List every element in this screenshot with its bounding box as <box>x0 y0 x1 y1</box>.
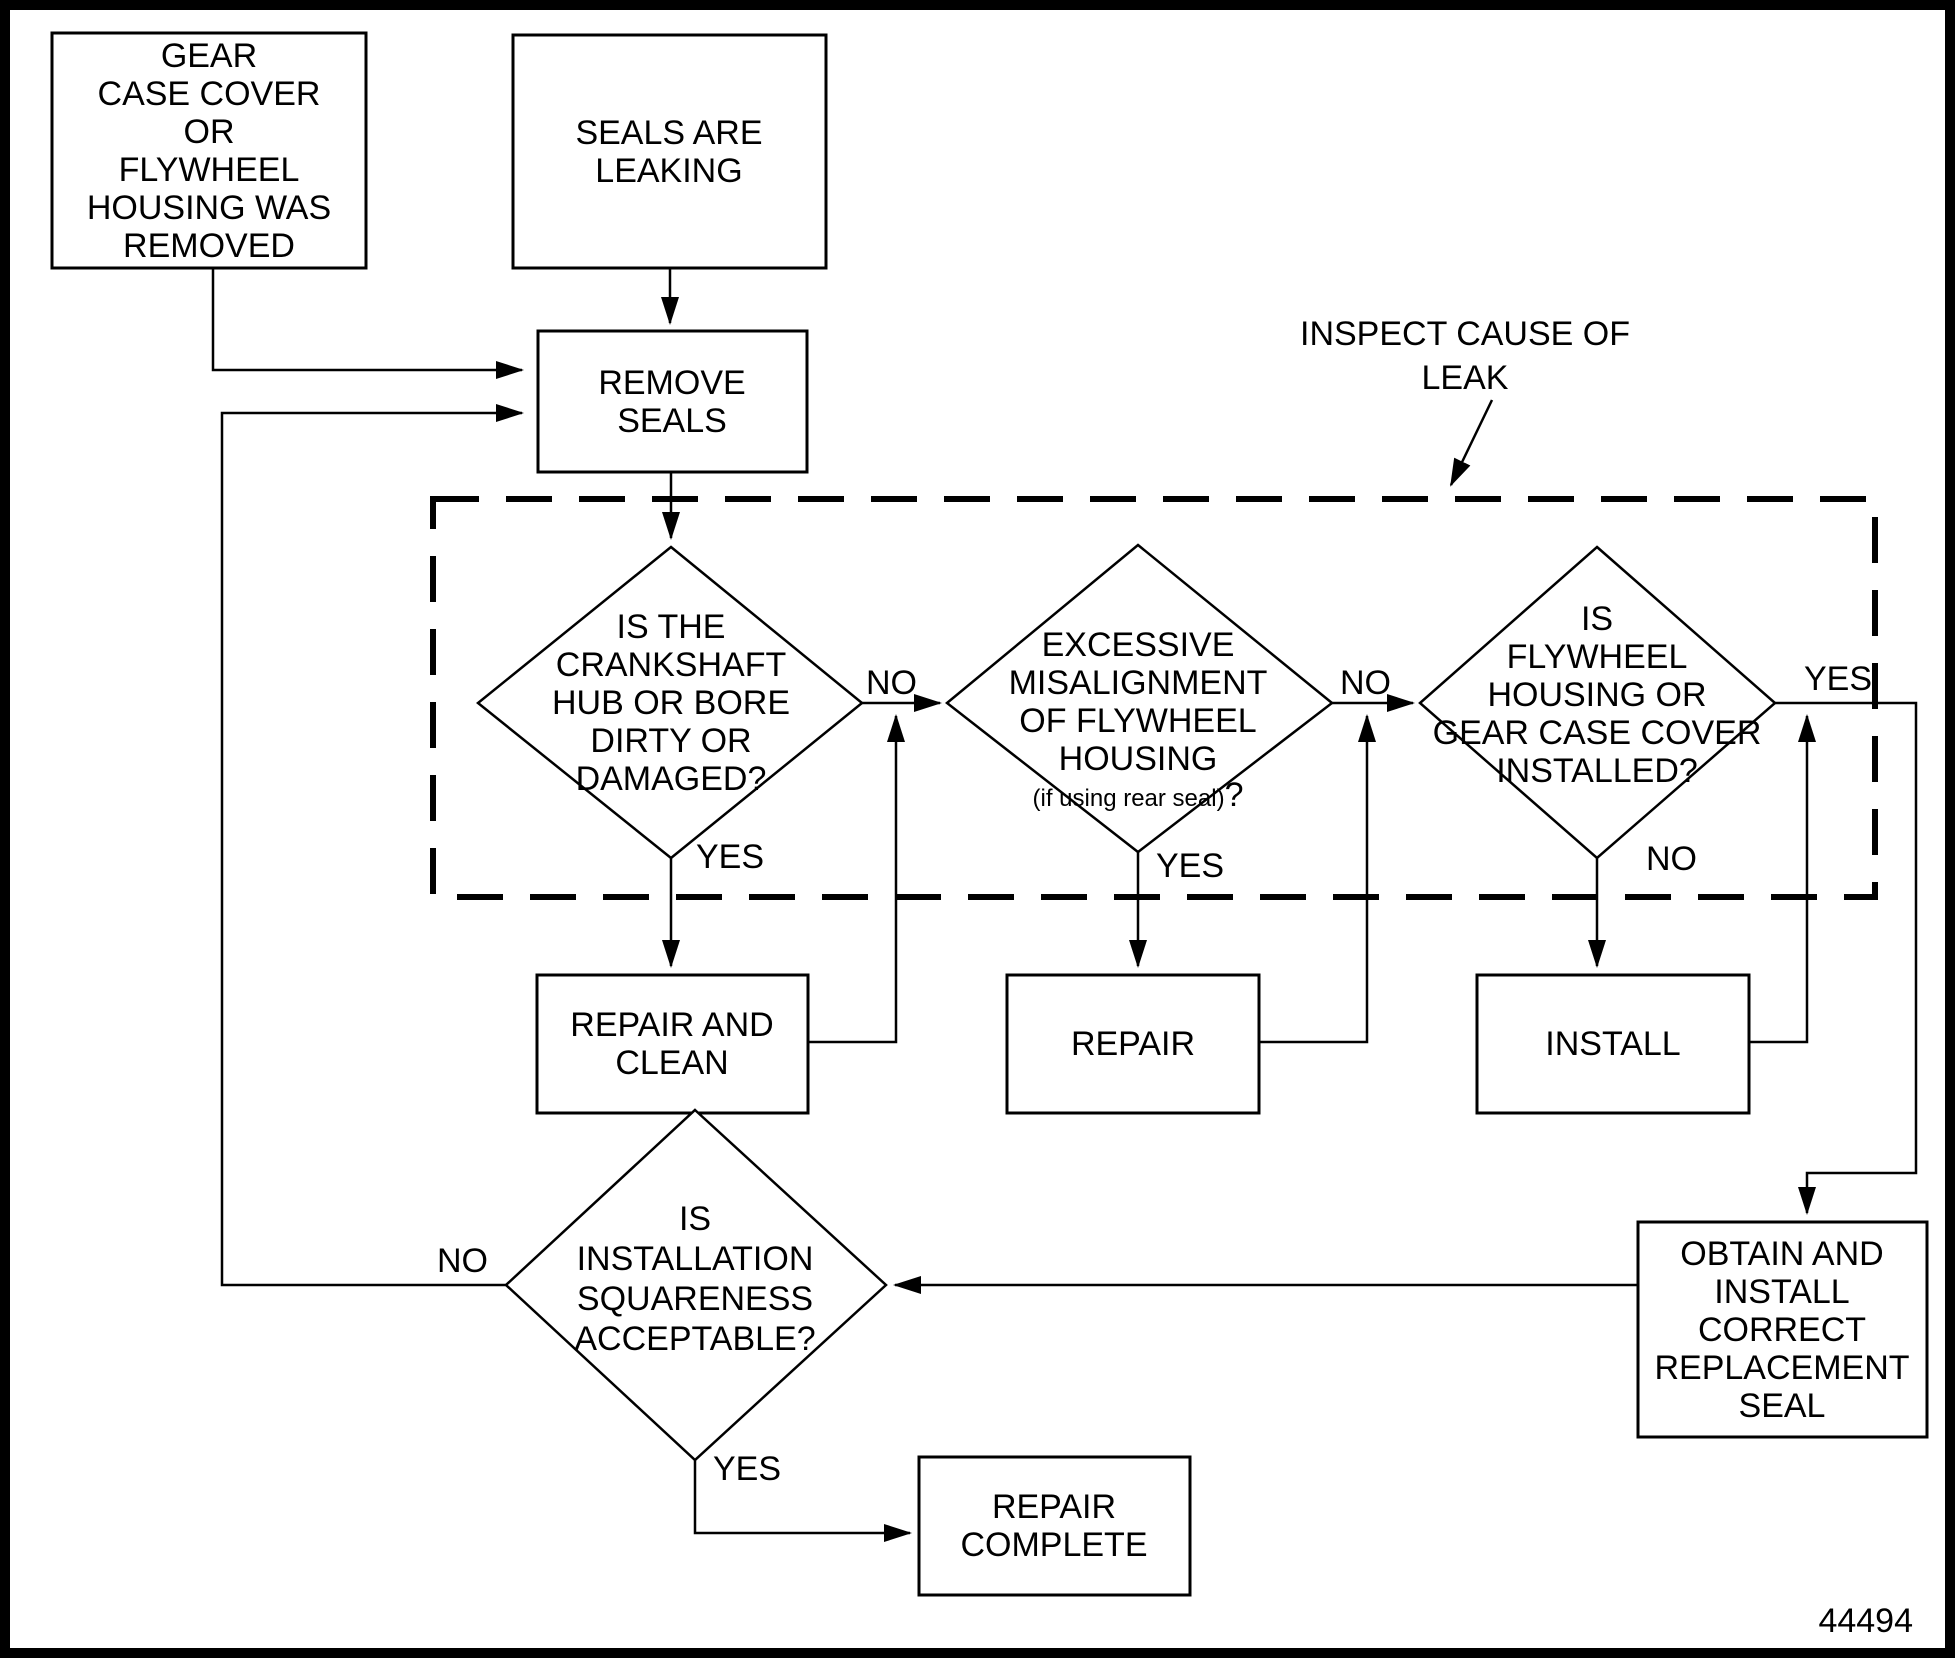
misalignment-question-mark: ? <box>1225 776 1244 814</box>
flywheel-installed-no-label: NO <box>1646 840 1697 878</box>
repair-and-clean-text-line: CLEAN <box>615 1044 728 1082</box>
arrow-repair-and-clean-feedback <box>808 714 905 1044</box>
repair-text-line: REPAIR <box>1071 1025 1195 1063</box>
crankshaft-decision-text-line: DAMAGED? <box>576 760 767 798</box>
flywheel-installed-text-line: INSTALLED? <box>1496 752 1698 790</box>
node-obtain-seal: OBTAIN AND INSTALL CORRECT REPLACEMENT S… <box>1636 1220 1929 1439</box>
obtain-seal-box <box>1636 1220 1929 1439</box>
repair-and-clean-text-line: REPAIR AND <box>570 1006 773 1044</box>
gear-case-cover-text-line: HOUSING WAS <box>87 189 331 227</box>
node-squareness-decision: IS INSTALLATION SQUARENESS ACCEPTABLE? N… <box>437 1108 888 1488</box>
gear-case-cover-text-line: GEAR <box>161 37 257 75</box>
inspect-cause-text-line: INSPECT CAUSE OF <box>1300 315 1630 353</box>
obtain-seal-text-line: OBTAIN AND <box>1680 1235 1883 1273</box>
node-repair-and-clean: REPAIR AND CLEAN <box>535 973 810 1115</box>
crankshaft-decision-diamond <box>476 545 864 860</box>
misalignment-decision-text-line: HOUSING <box>1059 740 1218 778</box>
inspect-cause-annotation: INSPECT CAUSE OF LEAK <box>1300 315 1630 397</box>
squareness-decision-text-line: ACCEPTABLE? <box>574 1320 815 1358</box>
seals-are-leaking-text-line: LEAKING <box>595 152 742 190</box>
squareness-decision-diamond <box>504 1108 888 1462</box>
install-box <box>1475 973 1751 1115</box>
obtain-seal-text-line: CORRECT <box>1698 1311 1866 1349</box>
squareness-decision-text-line: INSTALLATION <box>577 1240 814 1278</box>
flywheel-installed-text-line: FLYWHEEL <box>1507 638 1688 676</box>
repair-complete-text-line: COMPLETE <box>960 1526 1147 1564</box>
repair-and-clean-box <box>535 973 810 1115</box>
obtain-seal-text-line: SEAL <box>1739 1387 1826 1425</box>
gear-case-cover-text-line: REMOVED <box>123 227 295 265</box>
gear-case-cover-box <box>50 31 368 270</box>
seals-are-leaking-text-line: SEALS ARE <box>575 114 762 152</box>
gear-case-cover-text-line: OR <box>184 113 235 151</box>
seals-are-leaking-box <box>511 33 828 270</box>
flywheel-installed-text-line: GEAR CASE COVER <box>1433 714 1762 752</box>
arrow-flywheel-yes-to-obtain-seal <box>1775 701 1918 1215</box>
arrow-squareness-yes-to-repair-complete <box>693 1460 912 1542</box>
flywheel-installed-text-line: HOUSING OR <box>1487 676 1706 714</box>
arrow-install-feedback <box>1749 714 1816 1044</box>
flywheel-installed-diamond <box>1418 545 1777 860</box>
misalignment-decision-note: (if using rear seal)? <box>1033 776 1244 814</box>
remove-seals-box <box>536 329 809 474</box>
node-gear-case-cover: GEAR CASE COVER OR FLYWHEEL HOUSING WAS … <box>50 31 368 270</box>
gear-case-cover-text-line: CASE COVER <box>98 75 321 113</box>
obtain-seal-text-line: REPLACEMENT <box>1654 1349 1909 1387</box>
flywheel-installed-text-line: IS <box>1581 600 1613 638</box>
node-repair: REPAIR <box>1005 973 1261 1115</box>
crankshaft-no-label: NO <box>866 664 917 702</box>
flywheel-installed-yes-label: YES <box>1804 660 1872 698</box>
remove-seals-text-line: REMOVE <box>598 364 745 402</box>
gear-case-cover-text-line: FLYWHEEL <box>119 151 300 189</box>
misalignment-decision-text-line: MISALIGNMENT <box>1009 664 1268 702</box>
repair-box <box>1005 973 1261 1115</box>
misalignment-yes-label: YES <box>1156 847 1224 885</box>
crankshaft-decision-text-line: HUB OR BORE <box>552 684 790 722</box>
repair-complete-box <box>917 1455 1192 1597</box>
misalignment-decision-diamond <box>945 543 1335 854</box>
connectors <box>211 268 1918 1542</box>
misalignment-decision-text-line: EXCESSIVE <box>1042 626 1235 664</box>
node-install: INSTALL <box>1475 973 1751 1115</box>
figure-number: 44494 <box>1818 1602 1913 1640</box>
inspect-cause-text-line: LEAK <box>1422 359 1509 397</box>
misalignment-decision-text-line: OF FLYWHEEL <box>1019 702 1256 740</box>
remove-seals-text-line: SEALS <box>617 402 727 440</box>
inspect-cause-of-leak-region <box>430 496 1878 900</box>
node-misalignment-decision: EXCESSIVE MISALIGNMENT OF FLYWHEEL HOUSI… <box>945 543 1391 885</box>
node-remove-seals: REMOVE SEALS <box>536 329 809 474</box>
arrow-repair-feedback <box>1259 714 1376 1044</box>
misalignment-note-text: (if using rear seal) <box>1033 785 1225 812</box>
node-crankshaft-decision: IS THE CRANKSHAFT HUB OR BORE DIRTY OR D… <box>476 545 917 876</box>
node-flywheel-installed-decision: IS FLYWHEEL HOUSING OR GEAR CASE COVER I… <box>1418 545 1872 878</box>
install-text-line: INSTALL <box>1545 1025 1680 1063</box>
misalignment-no-label: NO <box>1340 664 1391 702</box>
repair-complete-text-line: REPAIR <box>992 1488 1116 1526</box>
squareness-no-label: NO <box>437 1242 488 1280</box>
squareness-decision-text-line: SQUARENESS <box>577 1280 813 1318</box>
node-seals-are-leaking: SEALS ARE LEAKING <box>511 33 828 270</box>
arrow-gear-case-to-remove-seals <box>211 268 524 379</box>
arrow-squareness-no-to-remove-seals <box>220 404 524 1287</box>
inspect-cause-leader-arrow <box>1449 399 1494 487</box>
crankshaft-yes-label: YES <box>696 838 764 876</box>
crankshaft-decision-text-line: IS THE <box>617 608 726 646</box>
squareness-decision-text-line: IS <box>679 1200 711 1238</box>
squareness-yes-label: YES <box>713 1450 781 1488</box>
node-repair-complete: REPAIR COMPLETE <box>917 1455 1192 1597</box>
crankshaft-decision-text-line: CRANKSHAFT <box>556 646 786 684</box>
obtain-seal-text-line: INSTALL <box>1714 1273 1849 1311</box>
crankshaft-decision-text-line: DIRTY OR <box>590 722 751 760</box>
